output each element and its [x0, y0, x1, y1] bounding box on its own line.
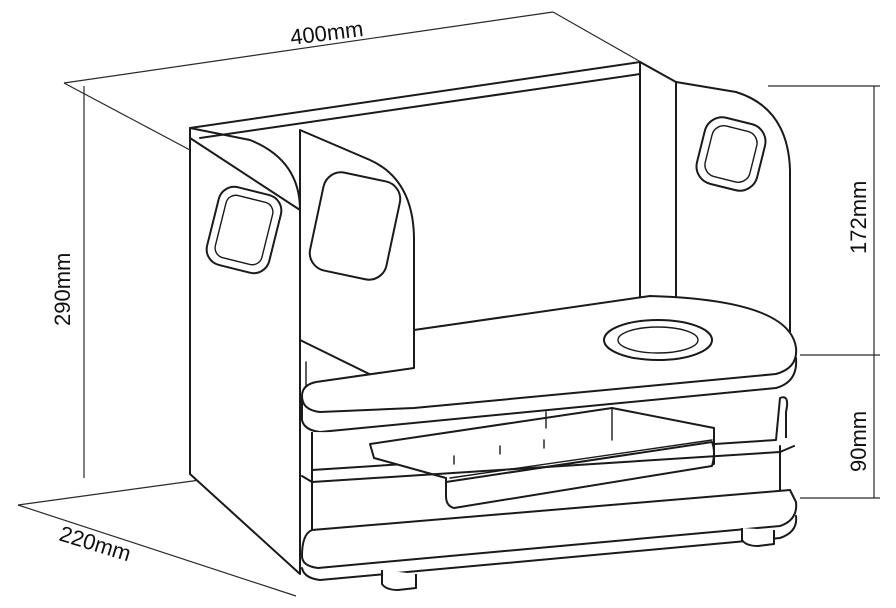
width-extension-left	[63, 82, 191, 151]
width-dimension-line	[63, 11, 554, 84]
side-panel-top-line	[189, 137, 301, 211]
foot-right	[741, 528, 775, 547]
upper-height-label: 172mm	[846, 181, 871, 254]
drawer-slots	[453, 439, 545, 465]
lower-height-label: 90mm	[846, 411, 871, 472]
wireless-charger-ring	[603, 319, 713, 361]
dimension-lines	[17, 11, 880, 597]
right-handle-inner	[704, 125, 758, 183]
lower-shelf-rim	[301, 445, 795, 483]
height-label: 290mm	[50, 253, 75, 326]
wireless-charger-pad	[617, 326, 699, 354]
depth-extension-top	[17, 479, 201, 506]
right-end-panel	[675, 81, 791, 361]
drawer-tray-lip	[449, 439, 713, 479]
shelf-front-edge	[301, 357, 798, 433]
foot-left	[381, 570, 417, 591]
left-side-panel	[189, 127, 301, 575]
top-shelf	[301, 295, 798, 433]
drawer-unit	[301, 396, 795, 549]
base-bottom-edge	[301, 515, 798, 581]
back-panel-inner-edge	[199, 73, 641, 139]
divider-cutout	[308, 171, 402, 281]
base-board	[301, 489, 798, 569]
right-handle-outer	[695, 116, 767, 192]
base-plate	[301, 489, 798, 591]
left-handle-outer	[205, 185, 283, 275]
right-side-panel	[675, 81, 791, 361]
left-handle-inner	[214, 194, 274, 266]
depth-label: 220mm	[57, 521, 134, 566]
width-label: 400mm	[289, 16, 365, 50]
shelf-surface	[301, 295, 798, 413]
divider-board	[299, 129, 415, 397]
drawer-handle	[445, 441, 715, 509]
left-handle	[205, 185, 283, 275]
depth-dimension-line	[17, 504, 297, 597]
